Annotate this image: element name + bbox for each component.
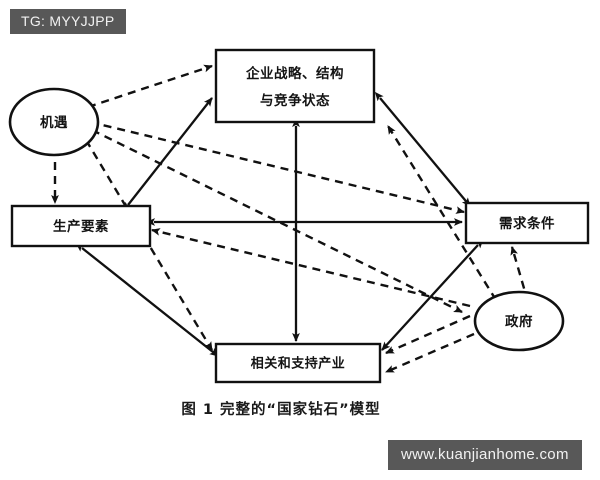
node-government[interactable]: 政府 xyxy=(473,290,565,352)
government-ellipse[interactable] xyxy=(473,290,565,352)
edge-government-to-demand-conditions xyxy=(510,246,530,303)
related-industries-box[interactable] xyxy=(214,342,382,384)
government-label: 政府 xyxy=(505,313,533,330)
watermark-top-left: TG: MYYJJPP xyxy=(10,9,126,34)
demand-conditions-label: 需求条件 xyxy=(499,215,555,232)
factor-conditions-label: 生产要素 xyxy=(53,218,109,235)
edge-government-to-factor-conditions xyxy=(151,228,471,308)
edge-firm-strategy-demand xyxy=(374,91,471,207)
edge-demand-related-industries xyxy=(381,239,484,351)
node-factor-conditions[interactable]: 生产要素 xyxy=(10,204,152,248)
edge-chance-to-demand-conditions xyxy=(89,120,465,214)
node-related-industries[interactable]: 相关和支持产业 xyxy=(214,342,382,384)
node-demand-conditions[interactable]: 需求条件 xyxy=(464,201,590,245)
demand-conditions-box[interactable] xyxy=(464,201,590,245)
edge-chance-to-firm-strategy xyxy=(87,64,213,109)
figure-caption: 图 1 完整的“国家钻石”模型 xyxy=(181,400,380,418)
firm-strategy-box[interactable] xyxy=(214,48,376,124)
edge-factor-firm-strategy xyxy=(123,97,213,212)
edge-group-diamond-solid xyxy=(75,91,484,357)
edge-government-to-related-industries-lower xyxy=(385,332,475,374)
firm-strategy-label-line2: 与竞争状态 xyxy=(260,92,330,109)
watermark-bottom-right: www.kuanjianhome.com xyxy=(388,440,582,470)
factor-conditions-box[interactable] xyxy=(10,204,152,248)
chance-ellipse[interactable] xyxy=(8,87,100,157)
edge-factor-related-industries xyxy=(75,243,219,357)
edge-government-to-related-industries-upper xyxy=(385,314,471,355)
edge-group-government-dashed xyxy=(151,125,530,374)
chance-label: 机遇 xyxy=(40,114,68,131)
node-chance[interactable]: 机遇 xyxy=(8,87,100,157)
node-firm-strategy[interactable]: 企业战略、结构 与竞争状态 xyxy=(214,48,376,124)
related-industries-label: 相关和支持产业 xyxy=(251,356,346,372)
firm-strategy-label-line1: 企业战略、结构 xyxy=(245,65,344,82)
